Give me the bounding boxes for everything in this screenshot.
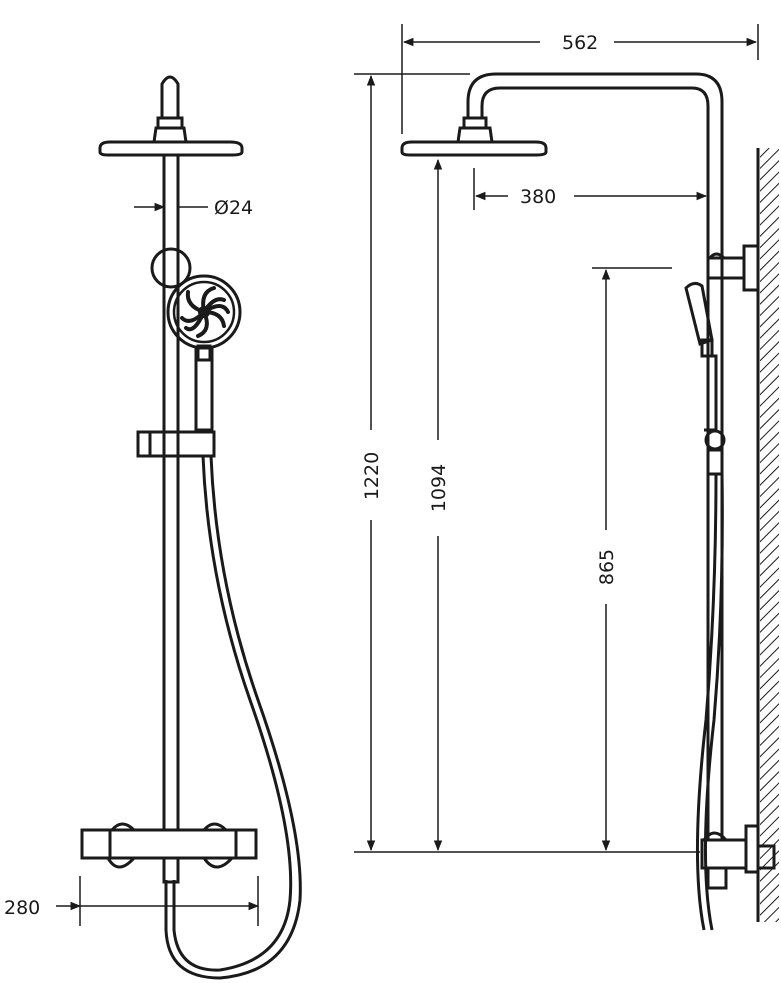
overhead-arm-outer: [466, 72, 724, 840]
side-mixer-wall-plate: [744, 824, 760, 874]
rain-shower-head: [98, 140, 244, 157]
mixer-right-inlet: [202, 856, 234, 869]
side-rain-shower-head: [400, 140, 548, 157]
arm-reach-label: 380: [520, 186, 556, 208]
side-hand-shower-handle: [704, 354, 718, 432]
upper-wall-plate: [742, 244, 760, 292]
front-view: Ø24: [4, 75, 302, 980]
side-head-nut: [456, 126, 494, 144]
mixer-left-eccentric: [110, 822, 136, 832]
hand-shower-neck: [196, 344, 212, 362]
mixer-left-inlet: [106, 856, 136, 869]
shower-hose-outer: [172, 455, 293, 972]
riser-top-cap: [160, 75, 180, 118]
side-mixer-top-knob: [702, 831, 728, 842]
side-mixer-inlet: [756, 844, 776, 870]
thermostatic-mixer-body: [80, 828, 258, 860]
side-hose-inner: [703, 473, 724, 931]
slide-holder: [136, 430, 216, 458]
side-mixer-outlet: [706, 866, 728, 890]
side-view: 562 380 1220 1094 865: [354, 24, 779, 931]
wall-hatching: [760, 148, 779, 922]
upper-bracket-clamp: [708, 252, 726, 260]
overhead-arm-inner: [480, 86, 710, 840]
side-mixer-body: [700, 838, 748, 870]
side-slide-holder-body: [706, 448, 724, 476]
shower-hose-inner: [164, 455, 302, 980]
head-height-label: 1094: [428, 464, 450, 512]
hand-shower-handle: [194, 346, 214, 432]
side-hand-shower-head: [684, 281, 714, 346]
overall-width-label: 562: [562, 32, 598, 54]
hand-shower-face: [166, 274, 242, 350]
mixer-right-eccentric: [202, 822, 228, 832]
side-hose-outer: [695, 473, 718, 931]
upper-wall-bracket: [706, 256, 746, 280]
mixer-outlet: [162, 856, 180, 884]
mixer-width-label: 280: [4, 897, 40, 919]
diameter-label: Ø24: [214, 197, 253, 219]
wall-bracket-ring: [150, 247, 192, 289]
head-connector-nut: [152, 126, 188, 144]
bracket-height-label: 865: [596, 549, 618, 585]
total-height-label: 1220: [361, 452, 383, 500]
